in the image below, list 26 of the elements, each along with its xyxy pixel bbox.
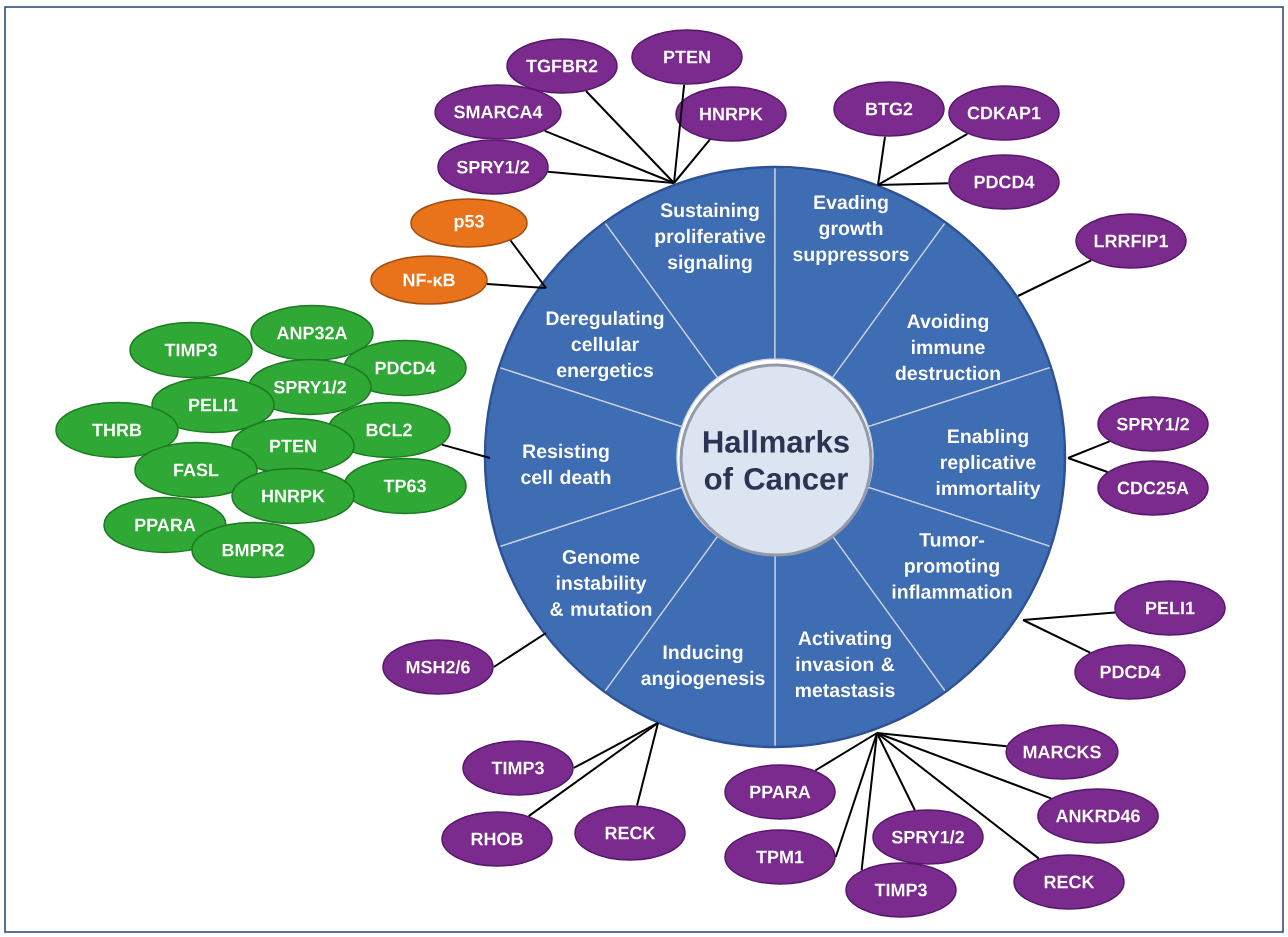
connector-line xyxy=(1022,611,1116,621)
connector-line xyxy=(492,632,547,668)
connector-line xyxy=(860,732,878,872)
connector-line xyxy=(834,732,878,858)
connector-line xyxy=(876,732,1008,748)
connector-line xyxy=(486,282,547,289)
connector-line xyxy=(877,132,969,186)
connector-line xyxy=(509,239,547,289)
connector-line xyxy=(673,138,711,184)
connector-line xyxy=(440,443,491,459)
connector-line xyxy=(527,722,659,818)
connector-line xyxy=(1067,457,1109,473)
connector-line xyxy=(636,722,659,807)
connector-line xyxy=(543,129,675,184)
connector-line xyxy=(1067,440,1111,459)
connector-line xyxy=(876,732,1040,860)
connector-line xyxy=(877,182,950,186)
connector-line xyxy=(1022,619,1092,654)
connector-line xyxy=(572,722,659,769)
connector-line xyxy=(814,732,878,772)
connector-line xyxy=(876,732,1053,800)
connector-line xyxy=(1017,259,1093,297)
connector-line xyxy=(585,90,675,184)
connector-line xyxy=(546,170,675,184)
connector-line xyxy=(876,732,916,812)
connector-line xyxy=(877,135,886,186)
